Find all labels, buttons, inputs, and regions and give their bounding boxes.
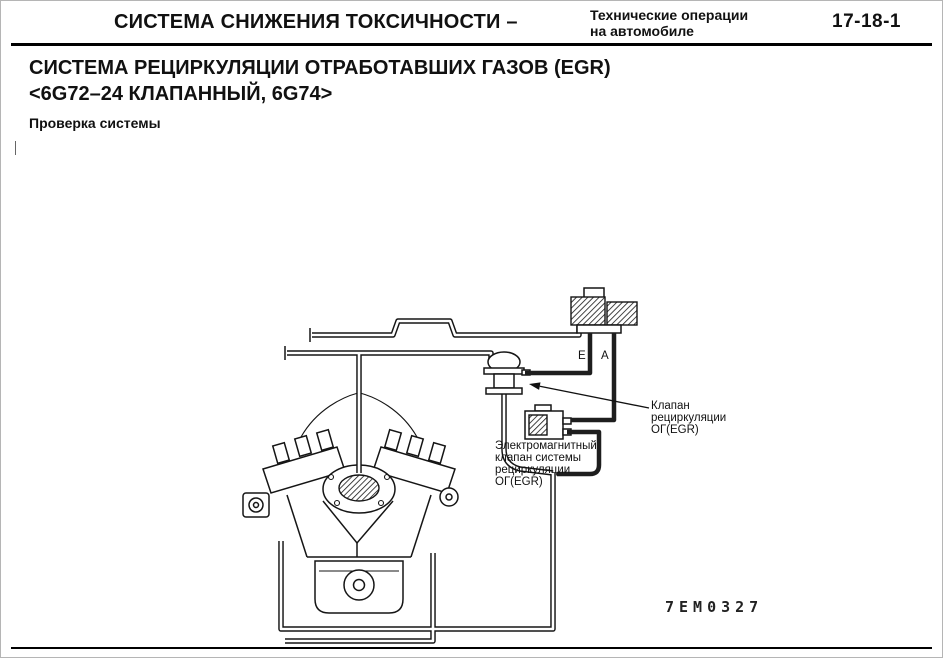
vacuum-pipes	[278, 318, 582, 644]
egr-valve-label: Клапан рециркуляции ОГ(EGR)	[651, 400, 726, 436]
header-subtitle: Технические операции на автомобиле	[590, 7, 748, 39]
solenoid-valve-label-line4: ОГ(EGR)	[495, 476, 543, 488]
footer-rule	[11, 647, 932, 649]
figure-left-tick	[15, 141, 16, 155]
egr-solenoid-valve	[524, 404, 572, 440]
header-subtitle-line2: на автомобиле	[590, 23, 694, 39]
solenoid-valve-label-line1: Электромагнитный	[495, 440, 597, 452]
section-subheading: Проверка системы	[29, 115, 161, 131]
throttle-port-block	[570, 287, 638, 334]
port-e-label: E	[578, 350, 586, 362]
vacuum-hoses	[525, 333, 617, 477]
port-a-label: A	[601, 350, 609, 362]
solenoid-valve-label: Электромагнитный клапан системы рециркул…	[495, 440, 597, 488]
drawing-number: 7EM0327	[665, 598, 764, 616]
section-heading-line1: СИСТЕМА РЕЦИРКУЛЯЦИИ ОТРАБОТАВШИХ ГАЗОВ …	[29, 57, 611, 79]
header-subtitle-line1: Технические операции	[590, 7, 749, 23]
header-rule	[11, 43, 932, 46]
egr-valve-label-line2: рециркуляции	[651, 412, 727, 424]
egr-valve	[483, 351, 531, 395]
page-number: 17-18-1	[832, 11, 901, 32]
chapter-title: СИСТЕМА СНИЖЕНИЯ ТОКСИЧНОСТИ –	[114, 11, 518, 33]
solenoid-valve-label-line2: клапан системы	[495, 452, 582, 464]
section-heading-line2: <6G72–24 КЛАПАННЫЙ, 6G74>	[29, 83, 333, 105]
engine-drawing	[242, 392, 459, 614]
egr-valve-label-line3: ОГ(EGR)	[651, 424, 699, 436]
egr-callout-arrow	[529, 382, 650, 409]
solenoid-valve-label-line3: рециркуляции	[495, 464, 571, 476]
egr-valve-label-line1: Клапан	[651, 400, 690, 412]
